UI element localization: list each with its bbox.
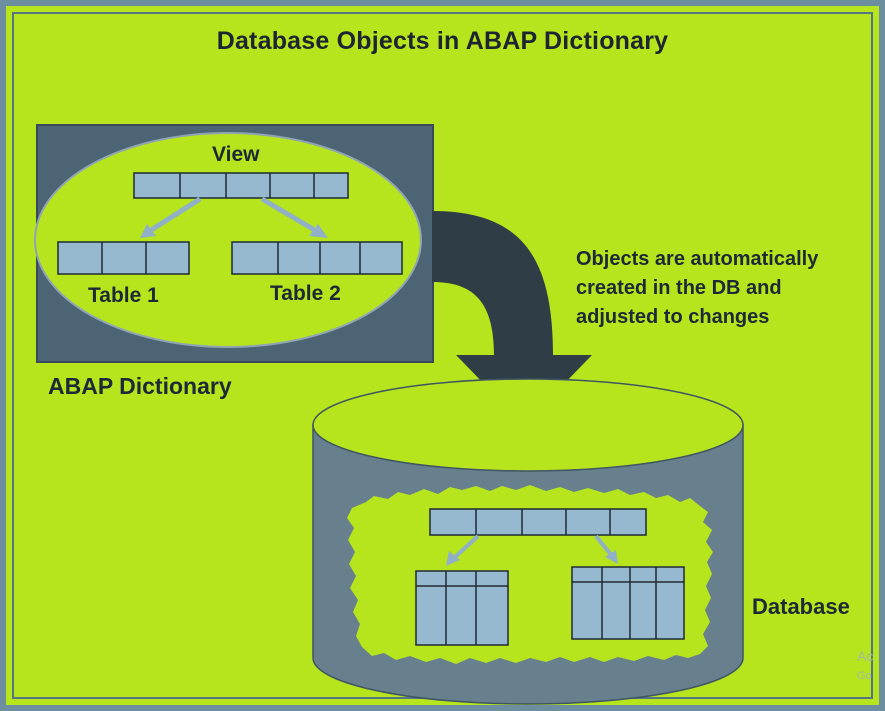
db-table2 [571,566,685,640]
table2-label: Table 2 [270,282,341,305]
activation-watermark-line1: Ac [857,648,874,664]
db-view-arrows [446,534,618,566]
database-label: Database [752,594,850,619]
db-table1 [415,570,509,646]
caption-line-1: Objects are automatically [576,248,819,270]
activation-watermark-line2: Go [857,670,872,682]
caption-line-3: adjusted to changes [576,306,770,328]
transfer-arrow [432,211,592,425]
diagram-title: Database Objects in ABAP Dictionary [216,27,669,55]
view-table [133,172,349,199]
view-label: View [212,143,260,166]
table1-label: Table 1 [88,284,159,307]
abap-dictionary-label: ABAP Dictionary [48,373,232,399]
table2-box [231,241,403,275]
sync-caption: Objects are automatically created in the… [576,245,818,332]
table1-box [57,241,190,275]
db-view-table [429,508,647,536]
view-to-table-arrows [140,196,328,238]
caption-line-2: created in the DB and [576,277,782,299]
